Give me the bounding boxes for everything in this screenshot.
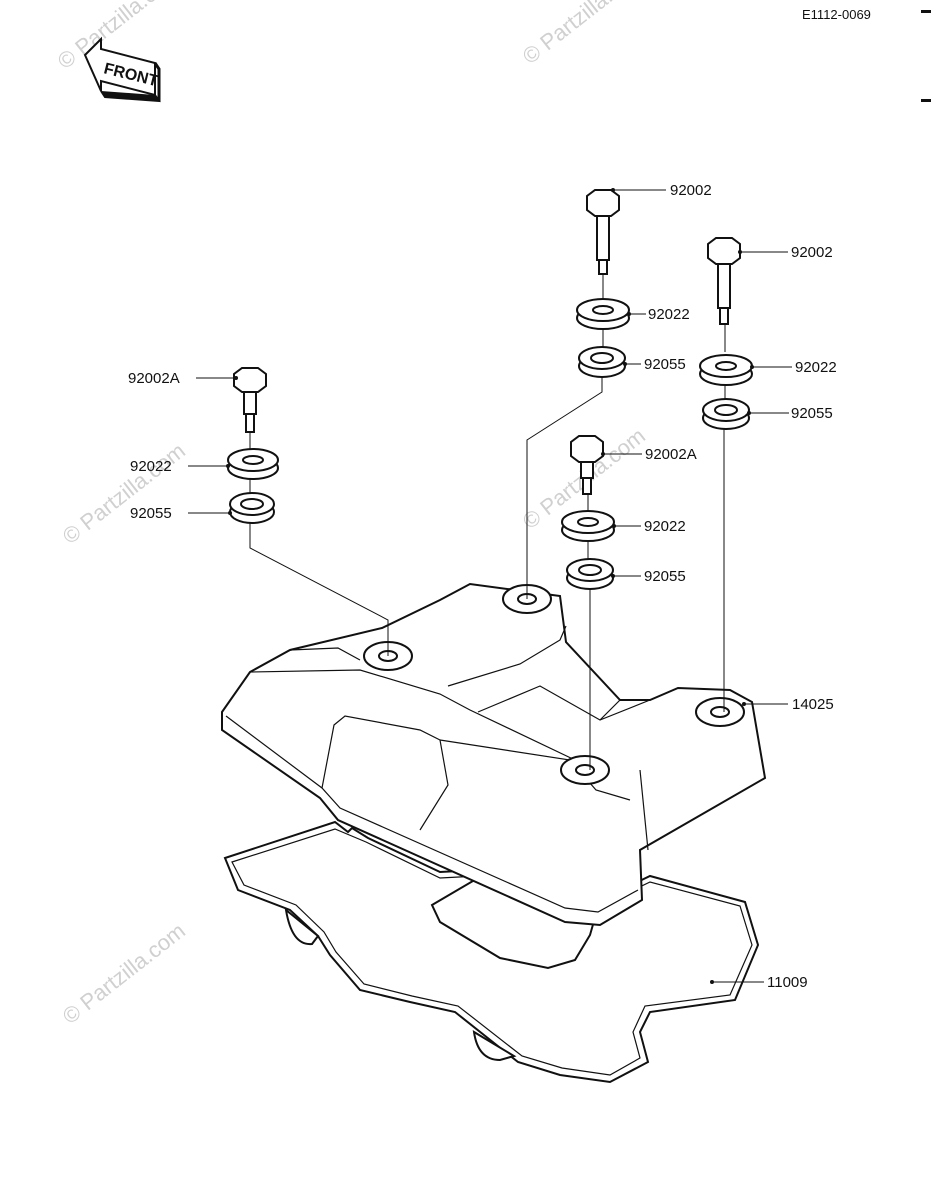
bolt-seat bbox=[575, 764, 595, 776]
washer-icon bbox=[561, 510, 615, 542]
page-mark bbox=[921, 10, 931, 13]
cylinder-head-cover bbox=[221, 582, 767, 927]
page-mark bbox=[921, 99, 931, 102]
part-label[interactable]: 11009 bbox=[767, 974, 808, 991]
part-label[interactable]: 92002A bbox=[128, 370, 180, 387]
bolt-icon bbox=[570, 435, 604, 495]
washer-icon bbox=[699, 354, 753, 386]
grommet-icon bbox=[229, 492, 275, 524]
part-label[interactable]: 92022 bbox=[648, 306, 690, 323]
front-arrow-icon: FRONT bbox=[83, 36, 161, 103]
bolt-icon bbox=[233, 367, 267, 433]
part-label[interactable]: 92055 bbox=[791, 405, 833, 422]
bolt-stack-center-top bbox=[576, 189, 630, 378]
watermark: © Partzilla.com bbox=[58, 438, 190, 549]
grommet-icon bbox=[702, 398, 750, 430]
part-label[interactable]: 14025 bbox=[792, 696, 834, 713]
part-label[interactable]: 92002 bbox=[670, 182, 712, 199]
watermark: © Partzilla.com bbox=[58, 918, 190, 1029]
bolt-stack-right bbox=[699, 237, 753, 430]
washer-icon bbox=[227, 448, 279, 480]
part-label[interactable]: 92022 bbox=[644, 518, 686, 535]
bolt-seat bbox=[710, 706, 730, 718]
cylinder-head-cover-gasket bbox=[223, 820, 760, 1084]
part-label[interactable]: 92002A bbox=[645, 446, 697, 463]
part-label[interactable]: 92055 bbox=[130, 505, 172, 522]
reference-code: E1112-0069 bbox=[802, 7, 871, 22]
part-label[interactable]: 92055 bbox=[644, 568, 686, 585]
bolt-stack-center-low bbox=[561, 435, 615, 590]
part-label[interactable]: 92022 bbox=[130, 458, 172, 475]
grommet-icon bbox=[566, 558, 614, 590]
bolt-stack-left bbox=[227, 367, 279, 524]
grommet-icon bbox=[578, 346, 626, 378]
watermark: © Partzilla.com bbox=[518, 0, 650, 69]
part-labels: 92002 92022 92055 92002 92022 92055 9200… bbox=[128, 182, 837, 991]
washer-icon bbox=[576, 298, 630, 330]
part-label[interactable]: 92055 bbox=[644, 356, 686, 373]
bolt-icon bbox=[707, 237, 741, 325]
bolt-icon bbox=[586, 189, 620, 275]
part-label[interactable]: 92022 bbox=[795, 359, 837, 376]
part-label[interactable]: 92002 bbox=[791, 244, 833, 261]
callout-leaders bbox=[188, 188, 792, 984]
